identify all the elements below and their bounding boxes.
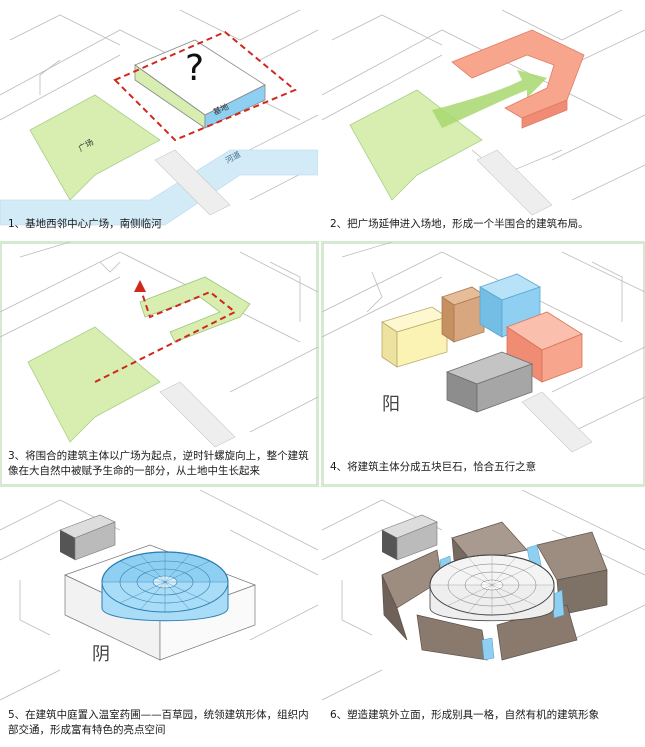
caption-2: 2、把广场延伸进入场地，形成一个半围合的建筑布局。 (330, 218, 589, 230)
panel-3-drawing (0, 242, 318, 448)
panel-5-drawing (0, 490, 318, 701)
panel-2-drawing (322, 9, 645, 216)
plaza-area (29, 94, 161, 201)
spiral-path (94, 286, 237, 383)
panel-3: 3、将围合的建筑主体以广场为起点，逆时针螺旋向上，整个建筑像在大自然中被赋予生命… (0, 241, 319, 487)
panel-6: 6、塑造建筑外立面，形成别具一格，自然有机的建筑形象 (322, 490, 645, 747)
panel-4: 阳 4、将建筑主体分成五块巨石，恰合五行之意 (321, 241, 645, 487)
extension-arrow (432, 70, 547, 128)
caption-3: 3、将围合的建筑主体以广场为起点，逆时针螺旋向上，整个建筑像在大自然中被赋予生命… (8, 450, 309, 477)
greenhouse-atrium (101, 551, 229, 622)
yellow-block (381, 306, 448, 368)
grey-block (445, 351, 534, 413)
caption-6: 6、塑造建筑外立面，形成别具一格，自然有机的建筑形象 (330, 709, 600, 721)
caption-5: 5、在建筑中庭置入温室药圃——百草园，统领建筑形体，组织内部交通，形成富有特色的… (8, 709, 309, 736)
panel-2: 2、把广场延伸进入场地，形成一个半围合的建筑布局。 (322, 0, 645, 240)
panel-1-drawing (0, 9, 318, 226)
site-boundary (113, 30, 297, 142)
greenhouse-atrium (429, 554, 555, 622)
surrounding-building (381, 514, 438, 561)
rising-wing (139, 276, 251, 343)
panel-5: 阴 5、在建筑中庭置入温室药圃——百草园，统领建筑形体，组织内部交通，形成富有特… (0, 490, 318, 747)
u-shaped-building (451, 29, 585, 129)
river-shape (0, 149, 318, 226)
yang-label: 阳 (382, 394, 400, 415)
organic-facade (381, 521, 608, 661)
panel-6-drawing (322, 490, 645, 701)
panel-1: ? 广场 基地 河道 1、基地西邻中心广场，南侧临河 (0, 0, 318, 240)
caption-1: 1、基地西邻中心广场，南侧临河 (8, 218, 162, 230)
brown-block (441, 286, 485, 343)
panel-4-drawing (322, 242, 645, 453)
salmon-block (506, 311, 583, 383)
caption-4: 4、将建筑主体分成五块巨石，恰合五行之意 (330, 461, 537, 473)
plaza-area (27, 326, 161, 443)
yin-label: 阴 (92, 644, 110, 665)
surrounding-building (59, 514, 116, 561)
question-mark: ? (185, 48, 205, 89)
